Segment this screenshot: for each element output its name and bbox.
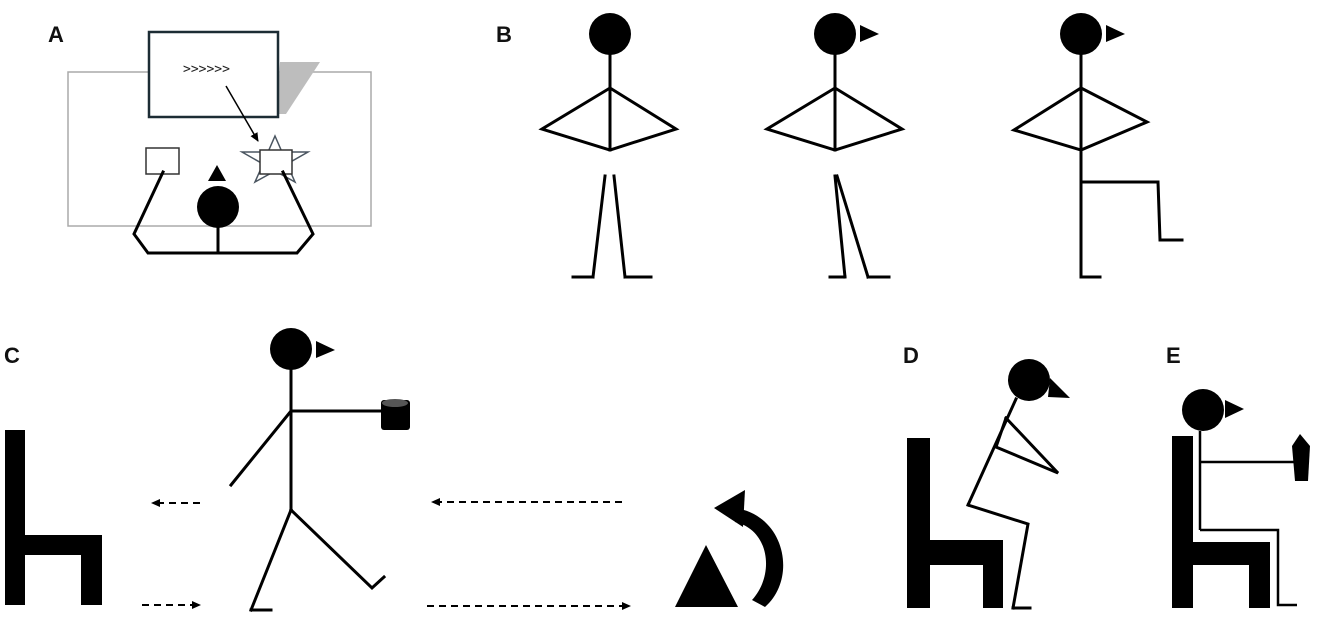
participant-head bbox=[197, 186, 239, 228]
turn-around-arrow-icon bbox=[735, 508, 784, 607]
panel-b: B bbox=[496, 13, 1184, 279]
right-target-box bbox=[259, 149, 293, 175]
head bbox=[1008, 359, 1050, 401]
panel-b-label: B bbox=[496, 22, 512, 47]
head bbox=[270, 328, 312, 370]
nose-icon bbox=[1106, 25, 1125, 42]
body-outline bbox=[1198, 431, 1297, 607]
sit-to-stand-figure bbox=[966, 359, 1070, 610]
left-target-box bbox=[145, 147, 180, 175]
head bbox=[589, 13, 631, 55]
chair-icon bbox=[5, 430, 102, 605]
seated-reach-figure bbox=[1182, 389, 1310, 609]
turn-marker bbox=[675, 490, 784, 607]
stick-figure-tandem bbox=[763, 13, 906, 279]
panel-d-label: D bbox=[903, 343, 919, 368]
head bbox=[1182, 389, 1224, 431]
body bbox=[538, 53, 680, 279]
body bbox=[966, 397, 1060, 610]
head bbox=[1060, 13, 1102, 55]
screen-arrows-text: >>>>>> bbox=[183, 62, 230, 77]
nose-icon bbox=[1048, 378, 1070, 398]
participant-arms bbox=[132, 169, 315, 255]
head bbox=[814, 13, 856, 55]
participant-nose-marker bbox=[208, 165, 226, 181]
screen-to-target-arrow bbox=[225, 85, 259, 142]
stick-figure-standing bbox=[538, 13, 680, 279]
cone-triangle-icon bbox=[675, 545, 738, 607]
stick-figure-one-leg bbox=[1010, 13, 1184, 279]
walking-figure bbox=[228, 328, 410, 612]
nose-icon bbox=[860, 25, 879, 42]
body bbox=[1196, 431, 1297, 609]
turn-arrowhead bbox=[714, 490, 745, 527]
panel-e: E bbox=[1166, 343, 1310, 609]
chair-icon bbox=[1172, 436, 1270, 608]
body bbox=[228, 368, 387, 612]
nose-icon bbox=[316, 341, 335, 358]
panel-e-label: E bbox=[1166, 343, 1181, 368]
cup-icon bbox=[381, 400, 410, 430]
panel-c: C bbox=[4, 328, 784, 612]
object-icon bbox=[1292, 434, 1310, 481]
screen-shadow bbox=[276, 62, 320, 114]
display-screen bbox=[147, 30, 280, 119]
cup-rim bbox=[382, 399, 408, 407]
body bbox=[763, 53, 906, 279]
nose-icon bbox=[1225, 400, 1244, 418]
body bbox=[1010, 53, 1184, 279]
panel-a: A >>>>>> bbox=[48, 22, 372, 255]
panel-a-label: A bbox=[48, 22, 64, 47]
panel-c-label: C bbox=[4, 343, 20, 368]
panel-d: D bbox=[903, 343, 1070, 610]
chair-icon bbox=[907, 438, 1003, 608]
